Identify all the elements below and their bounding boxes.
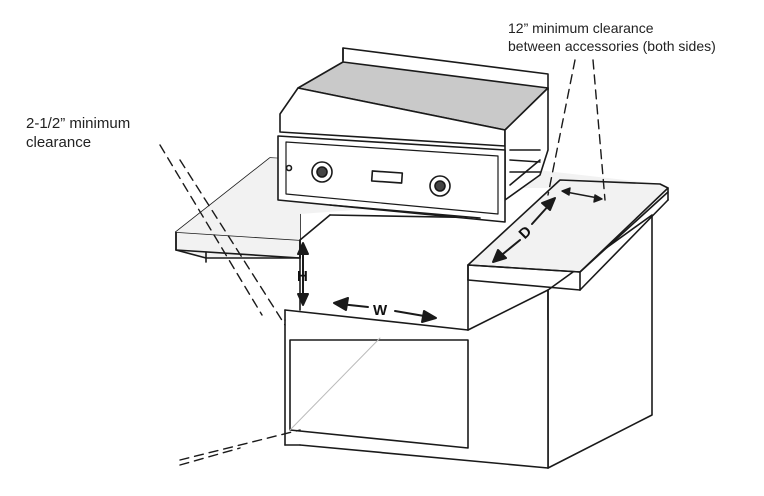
accessory-clearance-line1: 12” minimum clearance xyxy=(508,20,654,36)
accessory-clearance-arrow xyxy=(561,187,603,203)
height-arrow xyxy=(297,242,309,306)
min-clearance-line1: 2-1/2” minimum xyxy=(26,115,131,132)
width-label: W xyxy=(373,302,388,319)
height-label: H xyxy=(297,268,308,285)
griddle-unit xyxy=(277,47,549,223)
accessory-clearance-line2: between accessories (both sides) xyxy=(508,37,716,54)
min-clearance-line2: clearance xyxy=(26,133,92,151)
accessory-clearance-callout: 12” minimum clearance between accessorie… xyxy=(508,20,716,55)
min-clearance-callout: 2-1/2” minimum clearance xyxy=(26,115,130,153)
indicator-light-icon xyxy=(285,164,293,172)
island-cabinet xyxy=(284,214,653,469)
knob-right-icon xyxy=(429,175,451,197)
ignition-button xyxy=(370,170,404,184)
width-arrow xyxy=(333,297,437,323)
depth-arrow xyxy=(492,197,556,263)
leader-lines xyxy=(159,59,606,466)
knob-left-icon xyxy=(311,161,333,183)
